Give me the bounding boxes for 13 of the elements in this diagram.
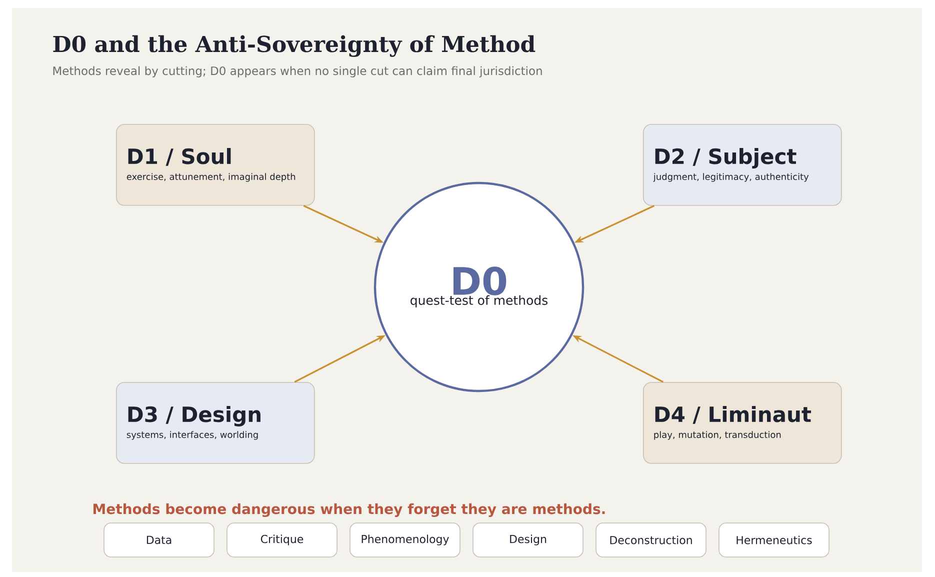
- method-pill: Deconstruction: [596, 522, 706, 558]
- domain-box: D4 / Liminaut play, mutation, transduction: [643, 382, 842, 464]
- domain-box: D3 / Design systems, interfaces, worlding: [116, 382, 315, 464]
- domain-box: D2 / Subject judgment, legitimacy, authenticity: [643, 124, 842, 206]
- method-pill: Critique: [226, 522, 338, 558]
- domain-box: D1 / Soul exercise, attunement, imaginal depth: [116, 124, 315, 206]
- title: D0 and the Anti-Sovereignty of Method: [53, 35, 536, 57]
- method-pill: Design: [472, 522, 584, 558]
- method-pill: Data: [104, 522, 214, 558]
- warning-note: Methods become dangerous when they forget they are methods.: [94, 503, 605, 517]
- method-pill: Hermeneutics: [718, 522, 830, 558]
- subtitle: Methods reveal by cutting; D0 appears when no single cut can claim final jurisdiction: [53, 66, 542, 78]
- method-pill: Phenomenology: [350, 522, 460, 558]
